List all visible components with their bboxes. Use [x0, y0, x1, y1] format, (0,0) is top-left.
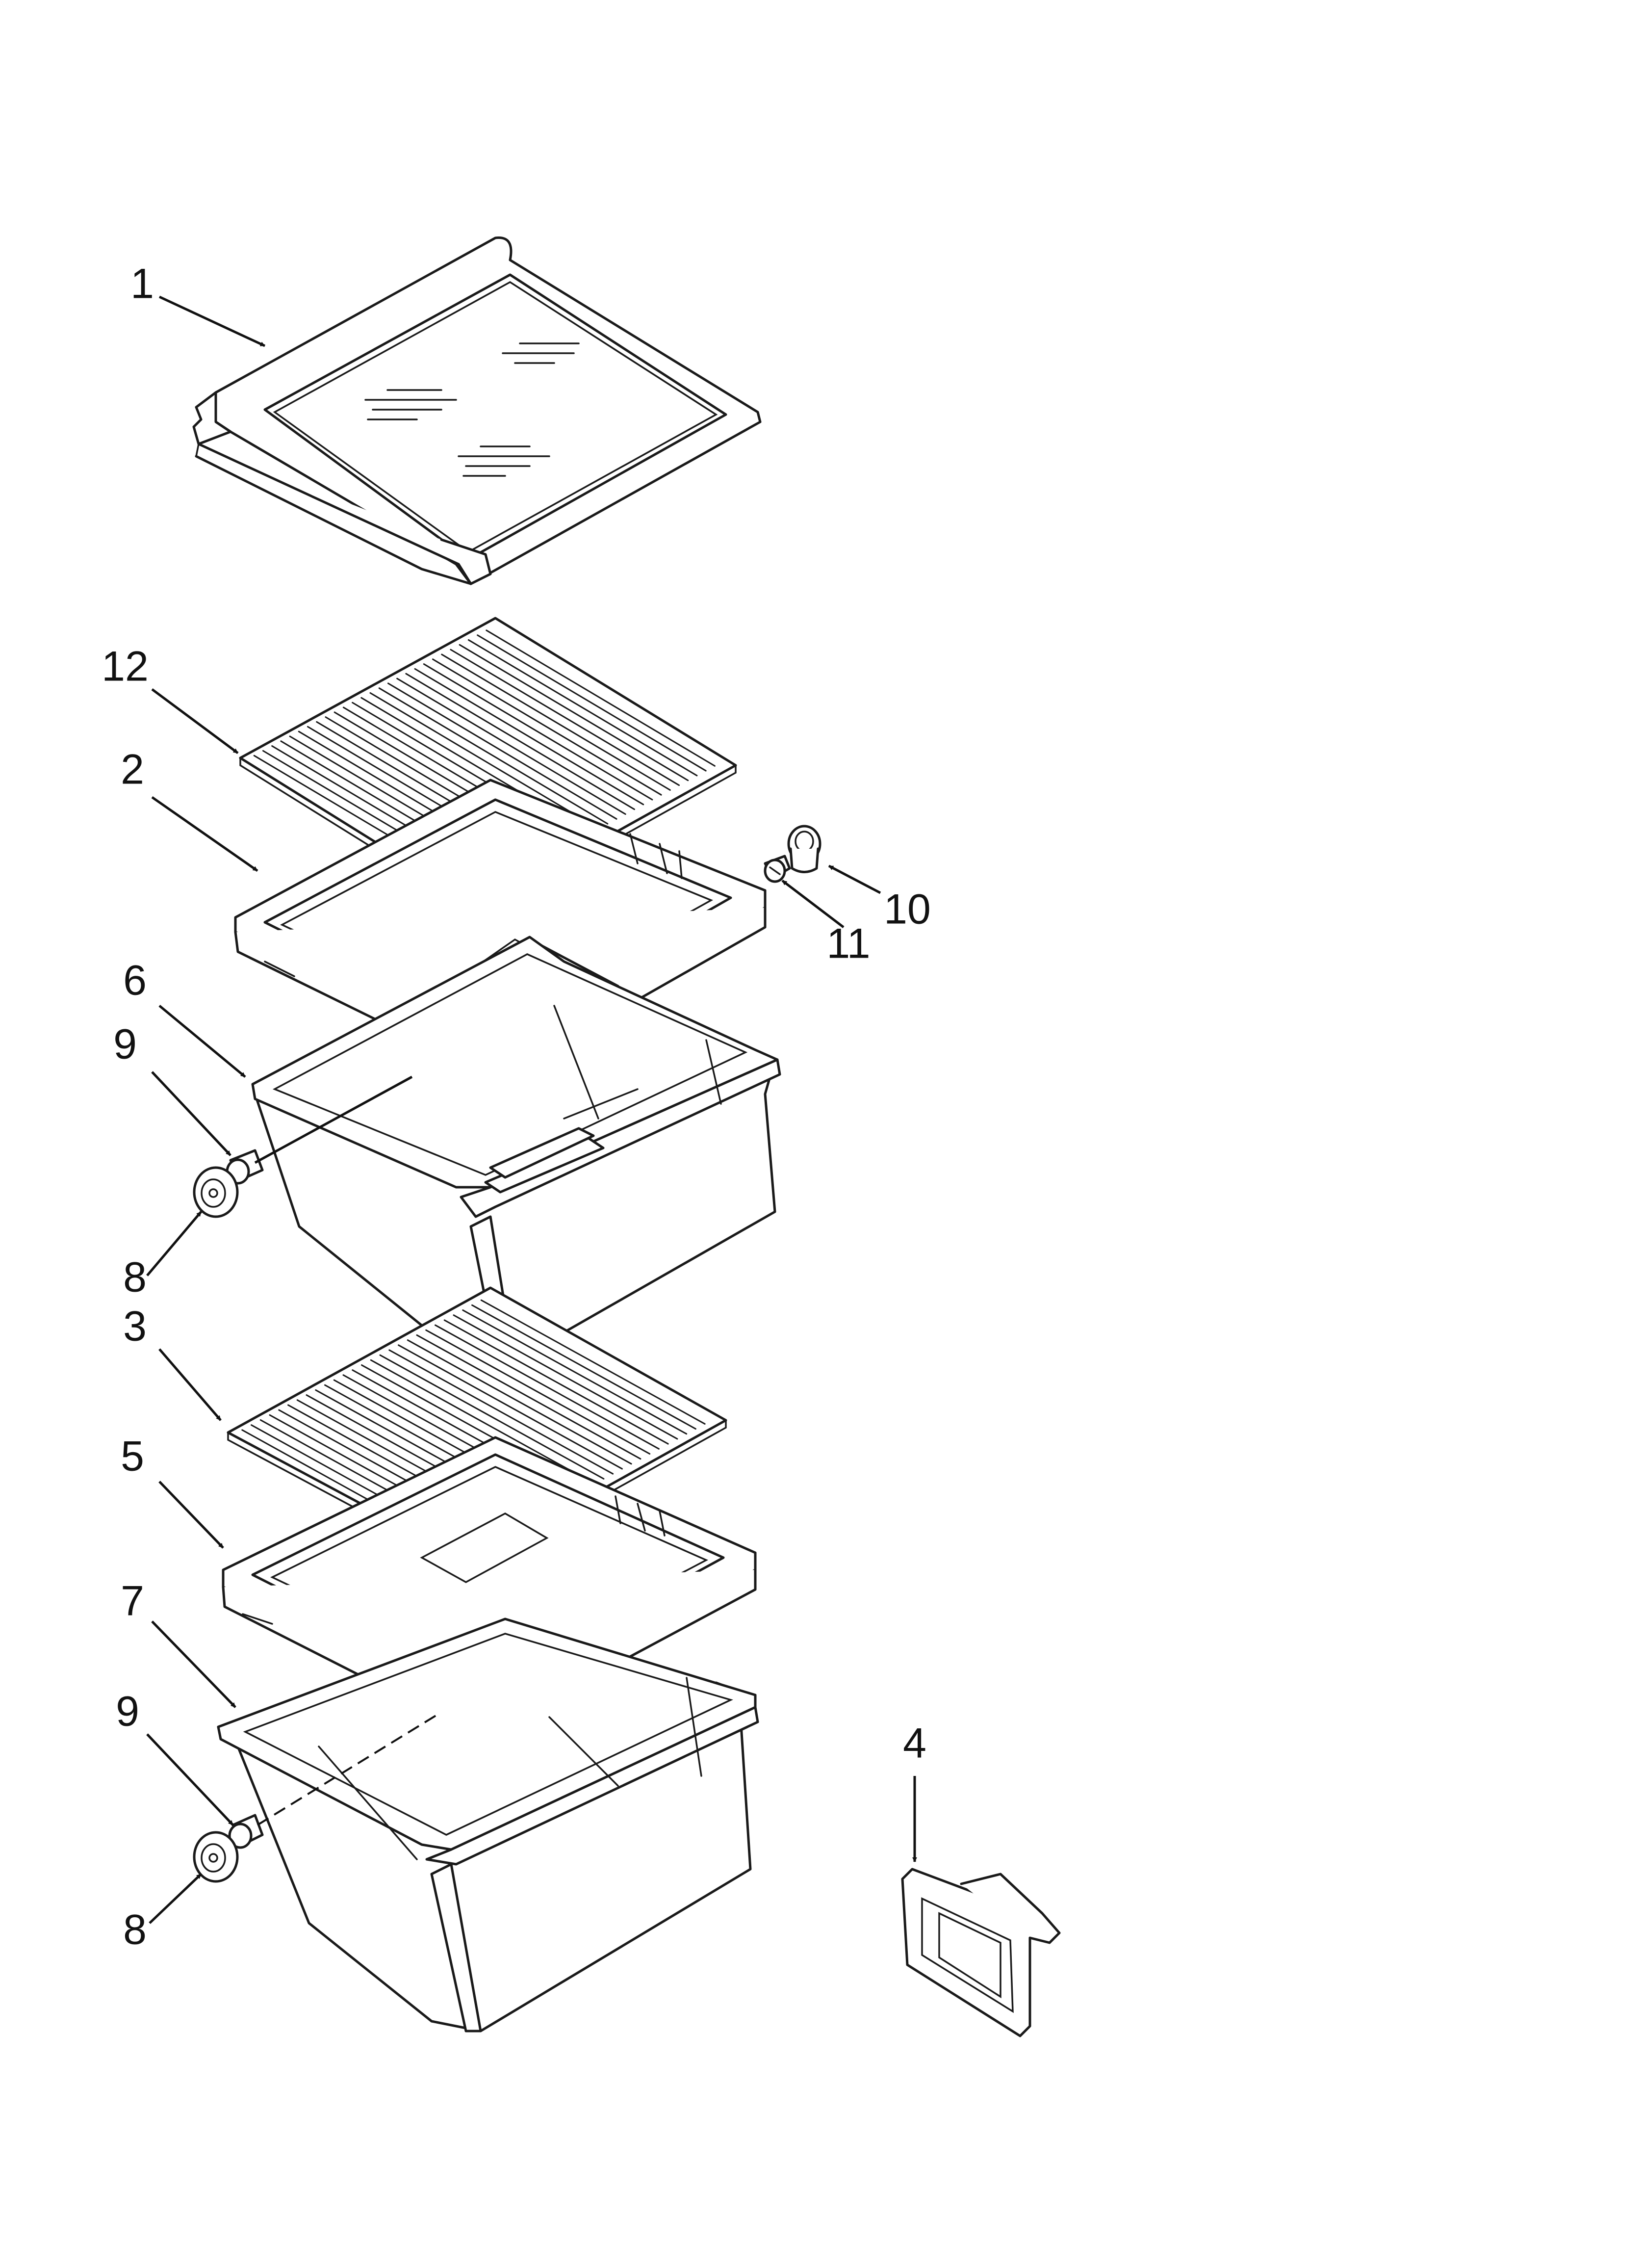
callout-9-lower: 9: [116, 1688, 139, 1735]
glass-rib-line: [453, 1314, 678, 1440]
glass-rib-line: [477, 634, 707, 772]
meat-pan-drawer-icon: [217, 1617, 759, 2033]
callout-6: 6: [123, 957, 147, 1004]
glass-rib-line: [425, 1329, 651, 1455]
glass-rib-line: [398, 1344, 623, 1470]
glass-rib-line: [407, 1339, 632, 1465]
callout-12: 12: [102, 643, 149, 690]
callout-7: 7: [121, 1578, 144, 1625]
glass-rib-line: [471, 1304, 696, 1430]
glass-rib-line: [480, 1299, 706, 1425]
glass-rib-line: [462, 1309, 688, 1435]
glass-rib-line: [414, 668, 644, 806]
glass-rib-line: [378, 687, 609, 825]
bushing-lower-icon: [228, 1814, 264, 1849]
axle-line-upper: [254, 1075, 413, 1164]
glass-rib-line: [387, 682, 617, 820]
callout-4: 4: [903, 1720, 926, 1767]
glass-rib-line: [370, 1359, 595, 1485]
glass-rib-line: [450, 649, 680, 786]
glass-rib-line: [443, 1319, 669, 1445]
callout-8-upper: 8: [123, 1254, 147, 1301]
glass-rib-line: [416, 1334, 641, 1460]
axle-line-lower: [257, 1711, 442, 1826]
callout-1: 1: [130, 261, 154, 308]
glass-rib-line: [423, 663, 653, 801]
callout-2: 2: [121, 746, 144, 793]
glass-rib-line: [441, 653, 671, 791]
callout-3: 3: [123, 1303, 147, 1350]
shelf-icon: [192, 236, 762, 585]
glass-rib-line: [388, 1349, 614, 1475]
callout-5: 5: [121, 1433, 144, 1480]
glass-rib-line: [459, 644, 689, 782]
callout-11: 11: [826, 920, 870, 967]
glass-rib-line: [432, 658, 662, 796]
roller-lower-icon: [193, 1831, 239, 1883]
label-holder-icon: [901, 1868, 1061, 2037]
glass-rib-line: [396, 678, 626, 815]
knob-icon: [787, 825, 821, 873]
glass-rib-line: [405, 673, 635, 810]
callout-8-lower: 8: [123, 1906, 147, 1954]
callout-10: 10: [884, 886, 931, 933]
glass-rib-line: [379, 1354, 605, 1480]
glass-rib-line: [486, 629, 716, 767]
leader-lines: [146, 295, 917, 1924]
callout-9-upper: 9: [113, 1021, 137, 1068]
glass-rib-line: [467, 639, 698, 777]
glass-rib-line: [369, 692, 600, 830]
roller-upper-icon: [193, 1166, 239, 1218]
callout-labels: 1 12 2 10 11 6 9 8 3 5 7 9 8 4: [102, 261, 931, 1954]
screw-icon: [764, 855, 791, 883]
glass-rib-line: [435, 1324, 660, 1450]
crisper-drawer-top-icon: [251, 936, 781, 1375]
